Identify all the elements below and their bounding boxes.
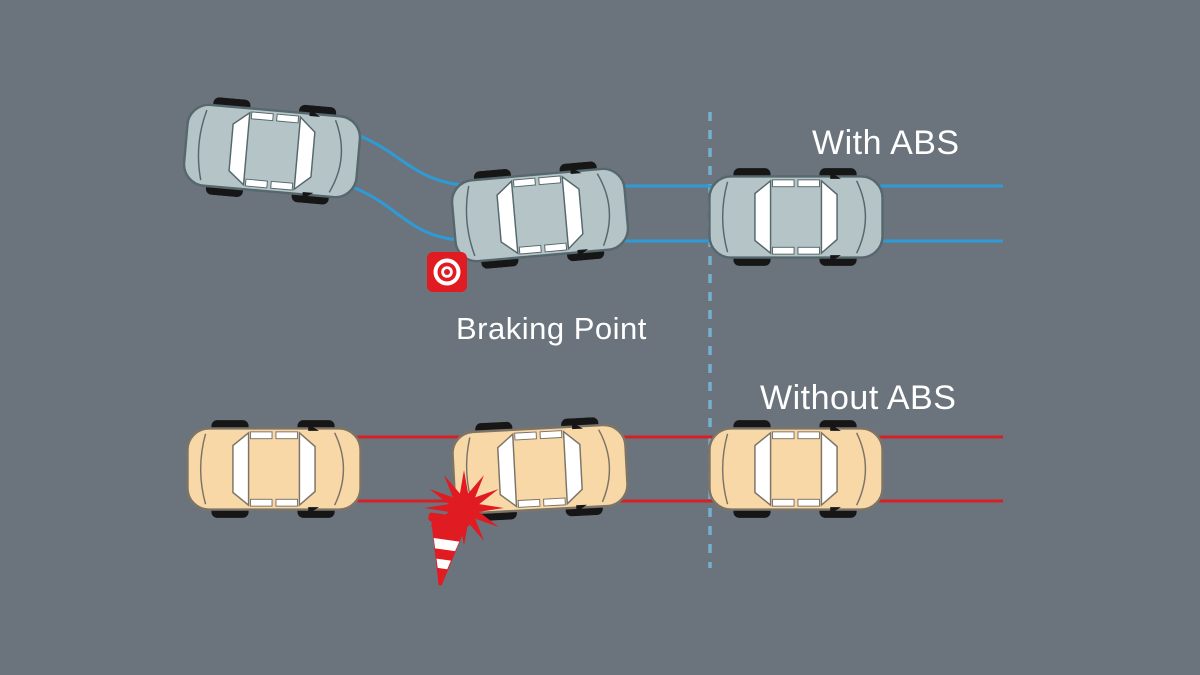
without-abs-label: Without ABS: [760, 379, 957, 417]
no-abs-car-before-braking: [187, 420, 361, 518]
braking-point-marker-icon: [427, 252, 467, 292]
abs-car-before-braking: [181, 94, 363, 208]
traffic-cone-icon: [428, 512, 471, 586]
with-abs-label: With ABS: [812, 124, 960, 162]
abs-car-swerving: [449, 158, 631, 272]
crash-icon: [424, 470, 504, 546]
braking-point-label: Braking Point: [456, 311, 647, 346]
abs-car-stopped: [709, 168, 883, 266]
no-abs-car-overrun: [709, 420, 883, 518]
